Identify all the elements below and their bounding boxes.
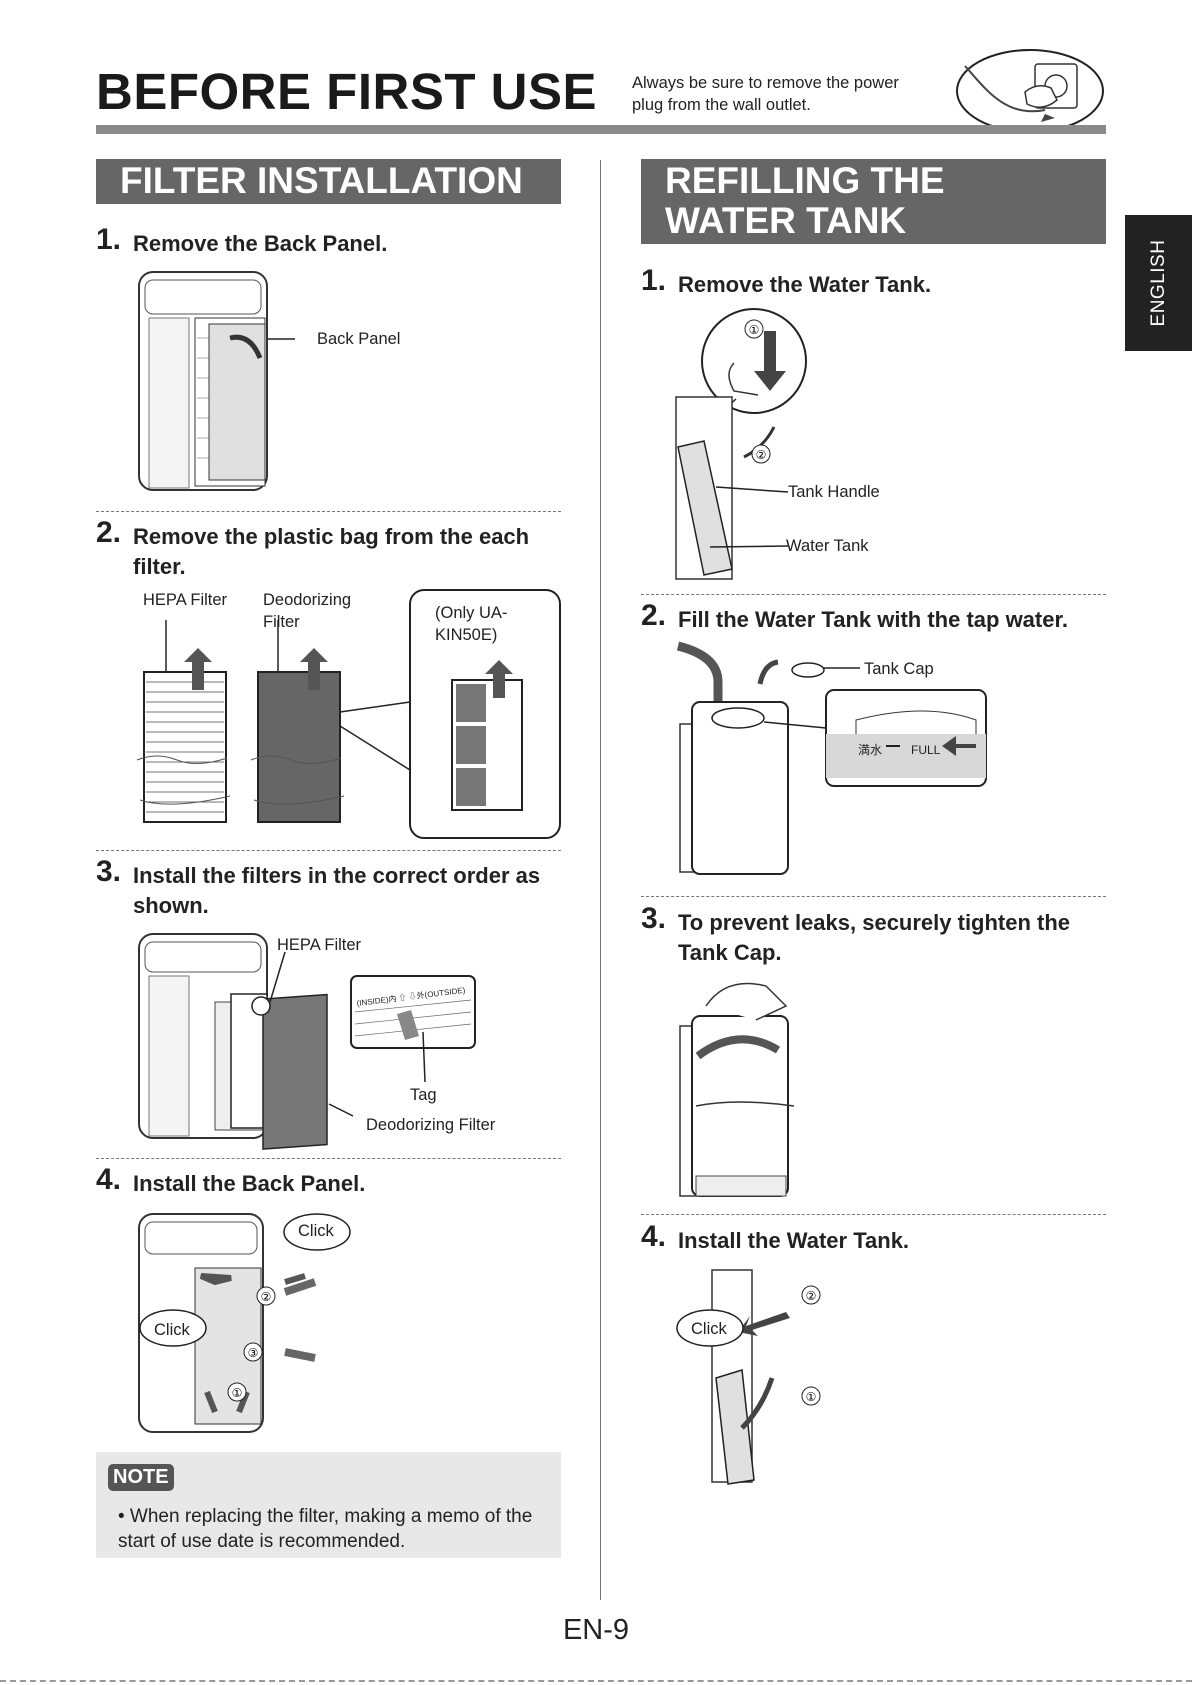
label-click-top: Click — [298, 1222, 334, 1240]
step-text: Remove the Back Panel. — [133, 231, 388, 256]
install-filters-illustration: (INSIDE)内 ⇧ ⇩外(OUTSIDE) — [138, 933, 476, 1150]
remove-back-panel-illustration — [138, 271, 295, 491]
tank-step-1: 1. Remove the Water Tank. — [641, 266, 1106, 302]
page-number: EN-9 — [562, 1614, 630, 1646]
remove-water-tank-illustration: ① ② — [675, 308, 807, 580]
filters-illustration — [136, 589, 561, 839]
label-only-model: (Only UA-KIN50E) — [435, 604, 508, 644]
label-deodorizing-filter-install: Deodorizing Filter — [366, 1116, 496, 1134]
step-divider — [96, 850, 561, 851]
label-water-tank: Water Tank — [786, 537, 869, 555]
tank-step-2: 2. Fill the Water Tank with the tap wate… — [641, 601, 1106, 637]
step-text: Install the filters in the correct order… — [133, 863, 541, 918]
fill-water-tank-illustration — [676, 641, 987, 875]
label-full-jp: 満水 — [858, 743, 883, 757]
label-tank-handle: Tank Handle — [788, 483, 880, 501]
circled-3-mark: ③ — [248, 1346, 259, 1360]
label-back-panel: Back Panel — [317, 330, 401, 348]
step-divider — [641, 896, 1106, 897]
tighten-tank-cap-illustration — [679, 982, 795, 1197]
language-tab-label: ENGLISH — [1147, 239, 1169, 327]
step-number: 2. — [96, 516, 122, 549]
label-hepa-filter: HEPA Filter — [143, 591, 228, 609]
power-plug-warning: Always be sure to remove the power plug … — [632, 74, 899, 114]
step-number: 3. — [96, 855, 122, 888]
step-divider — [96, 1158, 561, 1159]
refilling-water-tank-heading: REFILLING THE WATER TANK — [641, 159, 1106, 244]
filter-step-2: 2. Remove the plastic bag from the each … — [96, 518, 561, 584]
step-number: 3. — [641, 902, 667, 935]
circled-2-mark: ② — [756, 448, 767, 462]
unplug-illustration — [956, 49, 1104, 133]
filter-installation-heading: FILTER INSTALLATION — [96, 159, 561, 204]
step-number: 4. — [641, 1220, 667, 1253]
tank-step-3: 3. To prevent leaks, securely tighten th… — [641, 904, 1106, 970]
step-text: Install the Water Tank. — [678, 1228, 910, 1253]
step-divider — [96, 511, 561, 512]
language-tab: ENGLISH — [1125, 215, 1192, 351]
step-text: To prevent leaks, securely tighten the T… — [678, 910, 1071, 965]
note-badge: NOTE — [108, 1464, 174, 1491]
page-title: BEFORE FIRST USE — [96, 63, 598, 120]
note-box: NOTE • When replacing the filter, making… — [96, 1452, 561, 1558]
step-text: Remove the plastic bag from the each fil… — [133, 524, 530, 579]
circled-1-mark: ① — [232, 1386, 243, 1400]
step-text: Remove the Water Tank. — [678, 272, 932, 297]
header-rule — [96, 125, 1106, 134]
step-number: 1. — [96, 223, 122, 256]
circled-1-mark: ① — [749, 323, 760, 337]
label-tag: Tag — [410, 1086, 437, 1104]
step-text: Fill the Water Tank with the tap water. — [678, 607, 1068, 632]
column-divider — [600, 160, 601, 1600]
step-number: 1. — [641, 264, 667, 297]
install-water-tank-illustration: ② ① — [676, 1269, 821, 1485]
label-tank-cap: Tank Cap — [864, 660, 934, 678]
label-hepa-filter-install: HEPA Filter — [277, 936, 362, 954]
circled-2-mark: ② — [806, 1289, 817, 1303]
install-back-panel-illustration: ② ③ ① — [138, 1213, 351, 1433]
step-text: Install the Back Panel. — [133, 1171, 366, 1196]
bottom-rule — [0, 1680, 1192, 1684]
step-divider — [641, 594, 1106, 595]
filter-step-1: 1. Remove the Back Panel. — [96, 225, 561, 261]
step-divider — [641, 1214, 1106, 1215]
step-number: 2. — [641, 599, 667, 632]
filter-step-4: 4. Install the Back Panel. — [96, 1165, 561, 1201]
circled-1-mark: ① — [806, 1390, 817, 1404]
label-click-tank: Click — [691, 1320, 727, 1338]
label-deodorizing-filter: Deodorizing Filter — [263, 591, 352, 631]
label-full: FULL — [911, 743, 941, 757]
circled-2-mark: ② — [261, 1290, 272, 1304]
step-number: 4. — [96, 1163, 122, 1196]
note-text: • When replacing the filter, making a me… — [118, 1506, 533, 1552]
filter-step-3: 3. Install the filters in the correct or… — [96, 857, 561, 923]
label-click-left: Click — [154, 1321, 190, 1339]
tank-step-4: 4. Install the Water Tank. — [641, 1222, 1106, 1258]
